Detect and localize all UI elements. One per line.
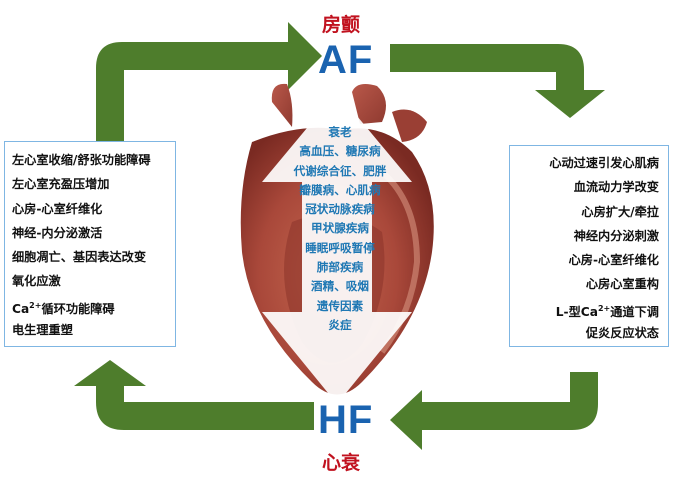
mechanism-item-prefix: L-型Ca xyxy=(555,304,598,319)
risk-factor-item: 衰老 xyxy=(328,125,352,139)
arrow-right-to-hf xyxy=(390,372,598,450)
risk-factor-item: 高血压、糖尿病 xyxy=(299,144,381,159)
arrow-hf-to-left xyxy=(74,360,314,430)
mechanism-item: 神经内分泌刺激 xyxy=(573,228,659,243)
mechanism-item: 电生理重塑 xyxy=(12,323,73,338)
mechanism-item: 细胞凋亡、基因表达改变 xyxy=(12,250,147,265)
arrow-af-to-right xyxy=(390,44,605,118)
mechanism-item: 心动过速引发心肌病 xyxy=(549,156,659,170)
mechanism-item: Ca2+循环功能障碍 xyxy=(12,294,175,318)
af-to-hf-mechanisms-box: 心动过速引发心肌病血流动力学改变心房扩大/牵拉神经内分泌刺激心房-心室纤维化心房… xyxy=(509,145,669,347)
heart-image xyxy=(240,83,434,404)
hf-cn-label: 心衰 xyxy=(322,452,361,474)
af-cn-label: 房颤 xyxy=(322,14,361,36)
mechanism-item: 左心室收缩/舒张功能障碍 xyxy=(12,153,151,167)
risk-factor-list: 衰老高血压、糖尿病代谢综合征、肥胖瓣膜病、心肌病冠状动脉疾病甲状腺疾病睡眠呼吸暂… xyxy=(270,123,410,335)
risk-factor-item: 冠状动脉疾病 xyxy=(305,202,375,217)
risk-factor-item: 酒精、吸烟 xyxy=(311,279,369,294)
mechanism-item: 神经-内分泌激活 xyxy=(12,225,103,240)
mechanism-item: 心房扩大/牵拉 xyxy=(581,204,659,219)
mechanism-item: 血流动力学改变 xyxy=(573,180,659,195)
risk-factor-item: 甲状腺疾病 xyxy=(311,221,369,236)
risk-factor-item: 炎症 xyxy=(328,317,352,332)
superscript-charge: 2+ xyxy=(29,300,42,310)
risk-factor-item: 睡眠呼吸暂停 xyxy=(305,240,375,255)
mechanism-item-suffix: 循环功能障碍 xyxy=(41,301,115,316)
mechanism-item: 促炎反应状态 xyxy=(585,326,659,341)
mechanism-item: 心房-心室纤维化 xyxy=(568,253,659,268)
hf-label: HF xyxy=(318,398,374,442)
mechanism-item: 心房-心室纤维化 xyxy=(12,201,103,216)
risk-factor-item: 瓣膜病、心肌病 xyxy=(299,182,381,197)
superscript-charge: 2+ xyxy=(597,303,611,313)
risk-factor-item: 代谢综合征、肥胖 xyxy=(293,163,387,178)
mechanism-item-prefix: Ca xyxy=(12,301,30,316)
mechanism-item: L-型Ca2+通道下调 xyxy=(510,297,659,321)
mechanism-item: 左心室充盈压增加 xyxy=(12,177,110,192)
hf-to-af-mechanisms-box: 左心室收缩/舒张功能障碍左心室充盈压增加心房-心室纤维化神经-内分泌激活细胞凋亡… xyxy=(4,141,176,347)
af-label: AF xyxy=(318,38,374,82)
risk-factor-item: 肺部疾病 xyxy=(316,260,364,275)
mechanism-item-suffix: 通道下调 xyxy=(610,304,659,319)
mechanism-item: 氧化应激 xyxy=(12,274,61,289)
mechanism-item: 心房心室重构 xyxy=(585,277,659,292)
risk-factor-item: 遗传因素 xyxy=(316,298,364,313)
arrow-to-af xyxy=(96,22,322,141)
